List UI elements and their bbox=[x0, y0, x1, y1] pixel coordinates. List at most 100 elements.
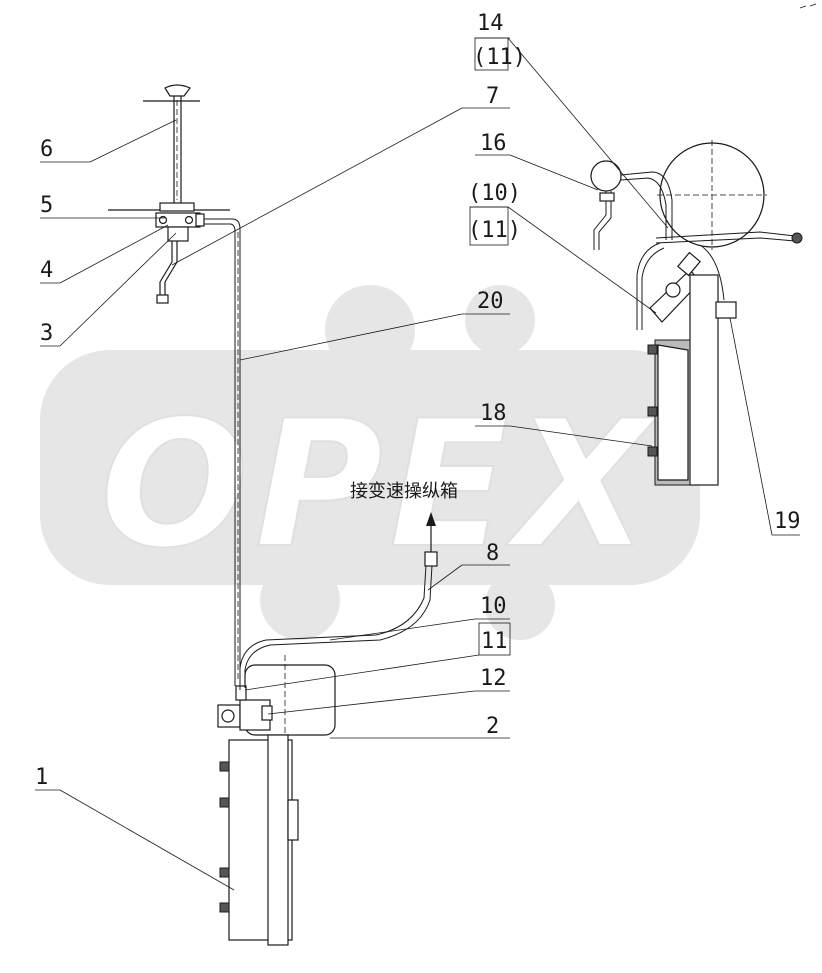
watermark-text: OPEX bbox=[100, 384, 658, 587]
label-1: 1 bbox=[35, 765, 48, 790]
valve-drain-tube bbox=[159, 241, 173, 298]
bolt-2 bbox=[219, 797, 230, 808]
valve-drain-tube-2 bbox=[164, 241, 178, 298]
leader-12 bbox=[267, 690, 476, 715]
gauge-pipe bbox=[620, 171, 673, 240]
watermark: OPEX bbox=[40, 285, 700, 640]
leader-10b bbox=[507, 206, 657, 314]
pipe-20-outer bbox=[204, 218, 241, 686]
pipe-20 bbox=[204, 218, 241, 686]
watermark-plate bbox=[40, 350, 700, 585]
pressure-gauge bbox=[590, 160, 622, 192]
tank-drop-pipe bbox=[636, 242, 661, 330]
bolt-19 bbox=[715, 301, 737, 319]
watermark-gear-1 bbox=[325, 285, 415, 375]
arrow-head bbox=[426, 512, 436, 526]
label-2: 2 bbox=[486, 714, 499, 739]
leader-6 bbox=[89, 119, 177, 163]
label-5: 5 bbox=[40, 193, 53, 218]
box-11-right bbox=[469, 206, 509, 246]
label-11-paren-top: (11) bbox=[473, 45, 526, 70]
drain-fitting bbox=[156, 294, 169, 304]
pipe-20-inner bbox=[204, 223, 236, 686]
leader-4 bbox=[59, 224, 169, 284]
label-12: 12 bbox=[480, 666, 507, 691]
bracket-bolt-1 bbox=[647, 344, 658, 355]
label-8: 8 bbox=[486, 541, 499, 566]
outlet-fitting bbox=[195, 213, 205, 227]
valve-flange bbox=[159, 202, 195, 212]
gauge-pipe-2 bbox=[620, 177, 667, 240]
leader-3 bbox=[59, 232, 177, 347]
gearbox-unit bbox=[217, 655, 336, 946]
unit-bracket bbox=[287, 799, 299, 841]
label-6: 6 bbox=[40, 137, 53, 162]
label-11-paren: (11) bbox=[468, 218, 521, 243]
pipe-8-inner bbox=[239, 564, 427, 690]
box-11-top bbox=[474, 37, 509, 71]
corner-mark-1 bbox=[799, 5, 807, 9]
valve-nut-right bbox=[184, 215, 194, 225]
leader-16 bbox=[509, 154, 599, 191]
leader-11 bbox=[244, 654, 480, 691]
connector-12 bbox=[261, 705, 273, 721]
watermark-gear-2 bbox=[465, 285, 535, 355]
gauge-drain bbox=[593, 191, 607, 250]
pipe-8-fitting bbox=[424, 551, 438, 567]
leader-8 bbox=[427, 564, 463, 591]
bolt-1 bbox=[219, 761, 230, 772]
label-10-paren: (10) bbox=[468, 181, 521, 206]
tank-strap bbox=[699, 244, 725, 301]
label-16: 16 bbox=[480, 131, 507, 156]
label-18: 18 bbox=[480, 401, 507, 426]
unit-side-plate bbox=[267, 734, 289, 946]
elbow-nut bbox=[221, 709, 235, 723]
leader-10 bbox=[329, 618, 476, 641]
leader-lines bbox=[35, 37, 800, 891]
note-to-transmission: 接变速操纵箱 bbox=[350, 481, 458, 502]
gauge-fitting bbox=[599, 192, 615, 202]
pipe-8 bbox=[239, 512, 438, 690]
air-tank-assembly bbox=[590, 140, 803, 486]
leader-7 bbox=[171, 107, 463, 266]
pedal-knob bbox=[164, 84, 191, 97]
label-11: 11 bbox=[481, 629, 508, 654]
bracket-face bbox=[657, 344, 689, 481]
leader-20 bbox=[239, 313, 463, 361]
callout-labels: 6 5 4 3 7 20 8 10 11 12 2 1 14 (11) 16 (… bbox=[35, 11, 801, 790]
leader-14 bbox=[507, 37, 669, 229]
box-11 bbox=[478, 622, 511, 656]
gauge-drain-2 bbox=[598, 191, 612, 250]
relief-valve-nut bbox=[665, 282, 681, 298]
label-19: 19 bbox=[774, 509, 801, 534]
connector-11 bbox=[235, 685, 247, 701]
valve-lower-body bbox=[167, 226, 189, 242]
tank-drop-pipe-2 bbox=[641, 247, 665, 330]
label-3: 3 bbox=[40, 321, 53, 346]
label-14: 14 bbox=[477, 11, 504, 36]
valve-nut-left bbox=[158, 215, 168, 225]
label-10: 10 bbox=[480, 594, 507, 619]
tank-pipe-out-2 bbox=[655, 237, 796, 244]
label-4: 4 bbox=[40, 258, 53, 283]
mount-plate bbox=[689, 274, 719, 486]
leader-1 bbox=[59, 789, 235, 891]
corner-mark-2 bbox=[809, 3, 817, 7]
watermark-gear-4 bbox=[485, 570, 555, 640]
pipe-8-outer bbox=[244, 564, 433, 688]
corner-mark bbox=[799, 3, 817, 9]
brake-valve-assembly bbox=[108, 84, 230, 304]
tank-pipe-out bbox=[655, 231, 796, 239]
pipe-end-cap bbox=[791, 232, 803, 244]
label-7: 7 bbox=[486, 84, 499, 109]
watermark-gear-3 bbox=[260, 560, 340, 640]
relief-valve-cap bbox=[677, 251, 701, 277]
label-20: 20 bbox=[477, 289, 504, 314]
bracket-bolt-3 bbox=[647, 446, 658, 457]
bracket-bolt-2 bbox=[647, 406, 658, 417]
leader-19 bbox=[729, 317, 773, 536]
bolt-4 bbox=[219, 902, 230, 913]
bolt-3 bbox=[219, 867, 230, 878]
